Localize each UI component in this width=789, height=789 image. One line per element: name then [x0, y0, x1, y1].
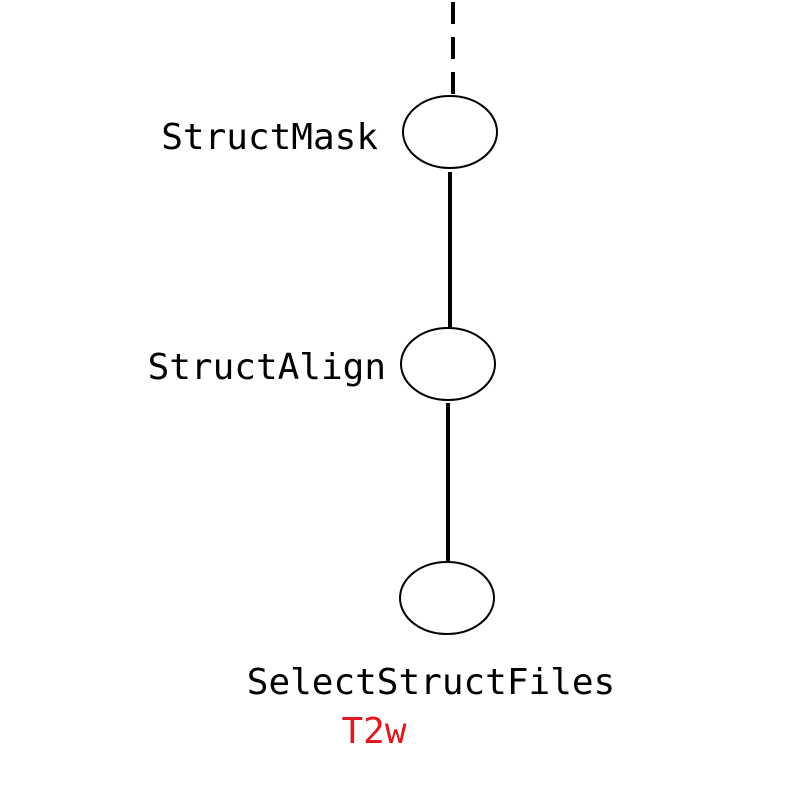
node-selectstructfiles[interactable]	[399, 561, 495, 635]
node-structalign[interactable]	[400, 327, 496, 401]
node-label-selectstructfiles: SelectStructFiles	[247, 662, 615, 703]
node-structmask[interactable]	[402, 95, 498, 169]
node-label-structalign: StructAlign	[148, 347, 386, 388]
node-sublabel-t2w: T2w	[341, 711, 406, 752]
node-label-structmask: StructMask	[161, 117, 378, 158]
